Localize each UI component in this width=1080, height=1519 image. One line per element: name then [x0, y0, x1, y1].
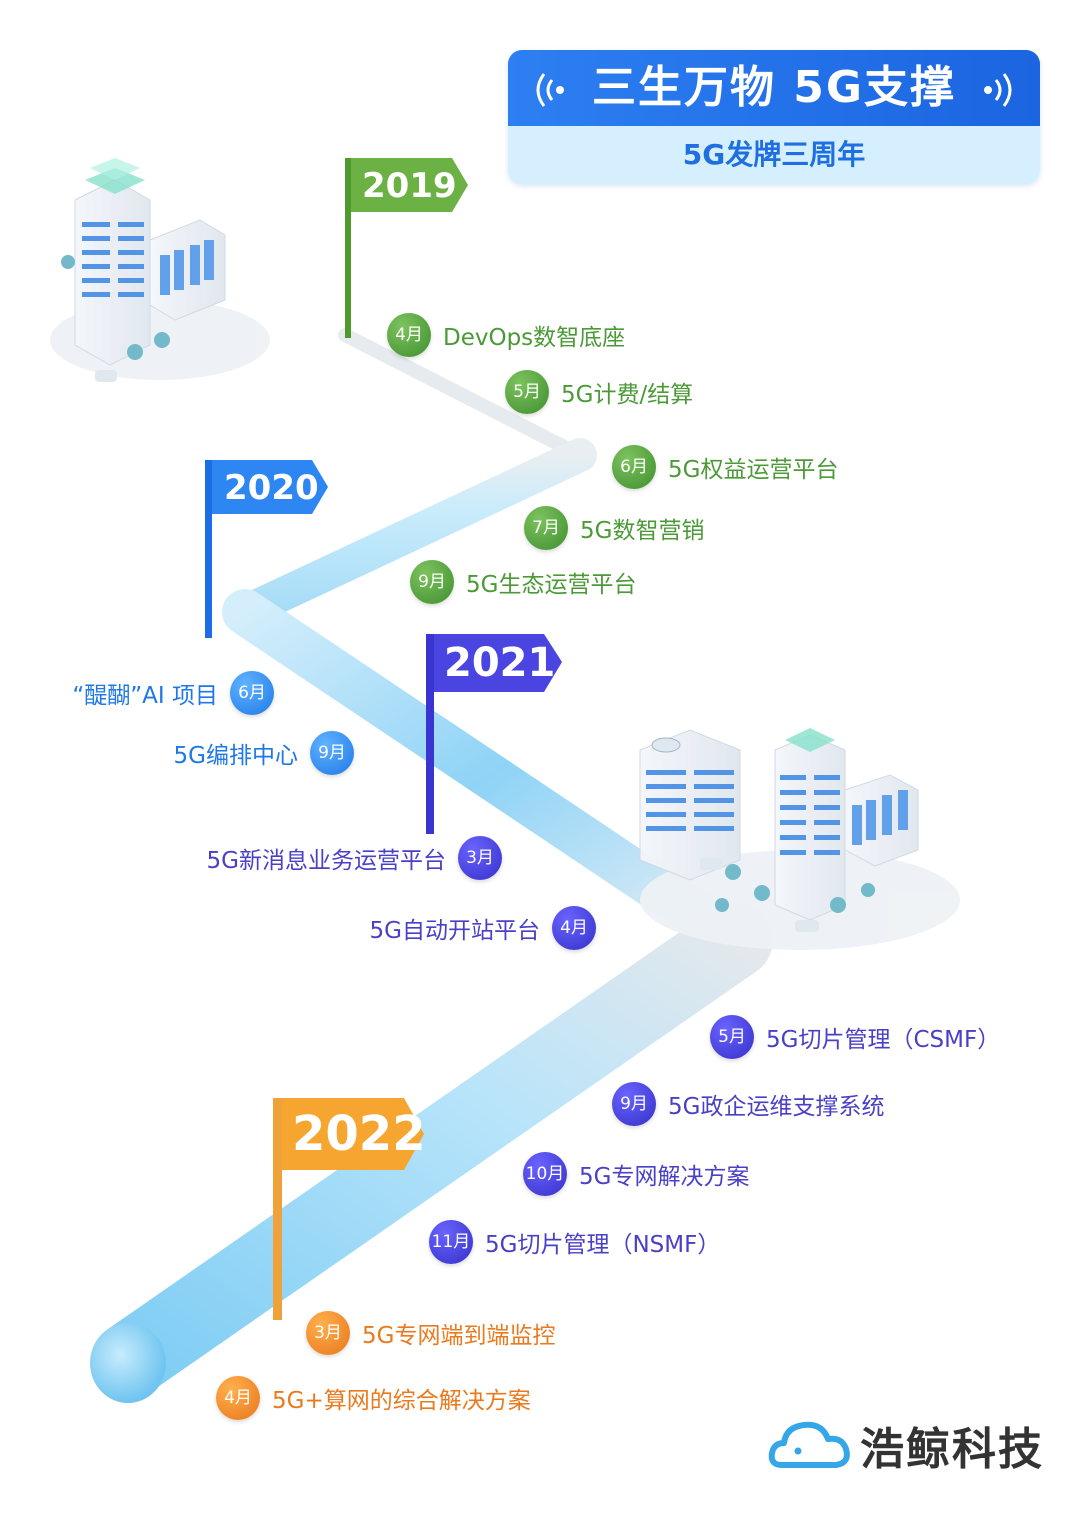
event-label: 5G自动开站平台: [369, 918, 540, 944]
city-building-icon: [50, 158, 270, 382]
timeline-event: 9月 5G生态运营平台: [410, 560, 636, 604]
event-label: DevOps数智底座: [443, 325, 626, 351]
page-title: 三生万物 5G支撑: [591, 62, 957, 113]
event-label: 5G切片管理（CSMF）: [766, 1027, 1001, 1053]
signal-wave-icon: [984, 73, 1012, 107]
timeline-event: 10月 5G专网解决方案: [523, 1152, 749, 1196]
month-badge: 5月: [505, 370, 549, 414]
month-badge: 9月: [310, 731, 354, 775]
flag-2020: [205, 460, 328, 638]
timeline-event: 11月 5G切片管理（NSMF）: [429, 1220, 720, 1264]
timeline-event: 5G编排中心 9月: [174, 731, 354, 775]
company-logo: 浩鲸科技: [768, 1410, 1048, 1480]
month-badge: 9月: [612, 1082, 656, 1126]
timeline-event: 4月 DevOps数智底座: [387, 313, 625, 357]
flag-2019: [345, 158, 468, 338]
event-label: 5G生态运营平台: [466, 572, 637, 598]
month-badge: 3月: [458, 836, 502, 880]
flag-2022: [273, 1098, 424, 1320]
event-label: 5G政企运维支撑系统: [668, 1094, 885, 1120]
event-label: 5G切片管理（NSMF）: [485, 1232, 721, 1258]
timeline-event: 5月 5G计费/结算: [505, 370, 693, 414]
event-label: 5G+算网的综合解决方案: [272, 1388, 531, 1414]
event-label: 5G数智营销: [580, 518, 705, 544]
event-label: 5G权益运营平台: [668, 457, 839, 483]
year-label-2020: 2020: [224, 468, 319, 508]
event-label: 5G新消息业务运营平台: [206, 848, 446, 874]
month-badge: 10月: [523, 1152, 567, 1196]
year-label-2019: 2019: [362, 166, 457, 206]
timeline-event: 7月 5G数智营销: [524, 506, 704, 550]
flag-2021: [426, 634, 562, 834]
month-badge: 4月: [387, 313, 431, 357]
year-label-2021: 2021: [444, 640, 556, 686]
page-subtitle: 5G发牌三周年: [682, 138, 866, 171]
timeline-event: 4月 5G+算网的综合解决方案: [216, 1376, 531, 1420]
month-badge: 3月: [306, 1311, 350, 1355]
event-label: 5G编排中心: [173, 743, 298, 769]
month-badge: 6月: [612, 445, 656, 489]
title-card: 三生万物 5G支撑 5G发牌三周年: [508, 50, 1040, 184]
timeline-event: 6月 5G权益运营平台: [612, 445, 838, 489]
event-label: 5G专网端到端监控: [362, 1323, 556, 1349]
cloud-whale-icon: [768, 1421, 850, 1468]
city-building-icon: [639, 728, 960, 950]
event-label: 5G计费/结算: [561, 382, 694, 408]
month-badge: 11月: [429, 1220, 473, 1264]
timeline-event: “醍醐”AI 项目 6月: [72, 671, 274, 715]
title-banner: [508, 50, 1040, 126]
timeline-event: 5G自动开站平台 4月: [370, 906, 596, 950]
month-badge: 9月: [410, 560, 454, 604]
year-label-2022: 2022: [292, 1106, 426, 1162]
timeline-event: 9月 5G政企运维支撑系统: [612, 1082, 884, 1126]
company-name: 浩鲸科技: [860, 1424, 1044, 1475]
timeline-event: 5G新消息业务运营平台 3月: [207, 836, 502, 880]
month-badge: 4月: [216, 1376, 260, 1420]
event-label: “醍醐”AI 项目: [72, 683, 218, 709]
month-badge: 5月: [710, 1015, 754, 1059]
event-label: 5G专网解决方案: [579, 1164, 750, 1190]
month-badge: 7月: [524, 506, 568, 550]
month-badge: 6月: [230, 671, 274, 715]
signal-wave-icon: [536, 73, 564, 107]
timeline-event: 5月 5G切片管理（CSMF）: [710, 1015, 1000, 1059]
month-badge: 4月: [552, 906, 596, 950]
timeline-event: 3月 5G专网端到端监控: [306, 1311, 555, 1355]
